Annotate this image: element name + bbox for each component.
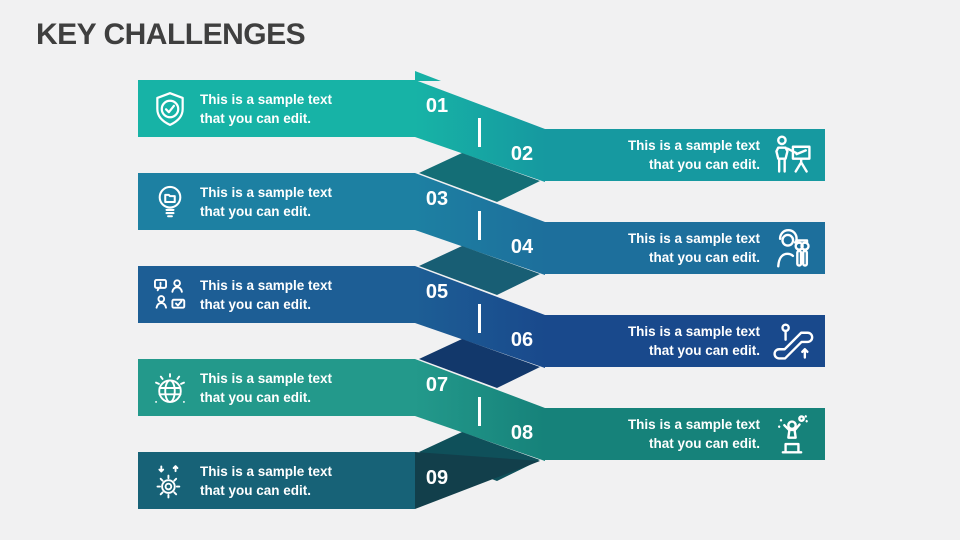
- challenge-bar-01: This is a sample text that you can edit.: [138, 80, 415, 137]
- step-number-03: 03: [425, 188, 449, 210]
- page-title: KEY CHALLENGES: [36, 18, 306, 51]
- process-gear-arrows-icon: [151, 461, 189, 501]
- step-number-05: 05: [425, 281, 449, 303]
- challenge-text: This is a sample text that you can edit.: [627, 231, 760, 265]
- team-discussion-icon: [151, 275, 189, 315]
- step-number-02: 02: [510, 143, 534, 165]
- global-network-icon: [151, 368, 189, 408]
- divider-05-06: [478, 304, 481, 333]
- step-number-06: 06: [510, 329, 534, 351]
- challenge-bar-05: This is a sample text that you can edit.: [138, 266, 415, 323]
- divider-07-08: [478, 397, 481, 426]
- challenge-bar-07: This is a sample text that you can edit.: [138, 359, 415, 416]
- challenge-bar-09: This is a sample text that you can edit.: [138, 452, 415, 509]
- step-number-09: 09: [425, 467, 449, 489]
- challenge-text: This is a sample text that you can edit.: [200, 370, 333, 405]
- ribbon-fold-06-07: [419, 339, 540, 388]
- winner-podium-icon: [770, 412, 814, 456]
- challenge-bar-06: This is a sample text that you can edit.: [545, 315, 825, 367]
- challenge-text: This is a sample text that you can edit.: [200, 463, 333, 498]
- challenge-text: This is a sample text that you can edit.: [200, 184, 333, 219]
- ribbon-fold-04-05: [419, 246, 540, 295]
- challenge-text: This is a sample text that you can edit.: [200, 277, 333, 312]
- step-number-01: 01: [425, 95, 449, 117]
- presenter-board-icon: [770, 133, 814, 177]
- challenge-text: This is a sample text that you can edit.: [627, 324, 760, 358]
- challenge-bar-02: This is a sample text that you can edit.: [545, 129, 825, 181]
- step-number-04: 04: [510, 236, 534, 258]
- person-binoculars-icon: [770, 226, 814, 270]
- ribbon-fold-02-03: [419, 153, 540, 202]
- step-number-08: 08: [510, 422, 534, 444]
- shield-check-icon: [151, 89, 189, 129]
- challenge-text: This is a sample text that you can edit.: [200, 91, 333, 126]
- step-number-07: 07: [425, 374, 449, 396]
- divider-01-02: [478, 118, 481, 147]
- ribbon-start-peak: [415, 71, 441, 81]
- challenge-bar-08: This is a sample text that you can edit.: [545, 408, 825, 460]
- idea-bulb-folder-icon: [151, 182, 189, 222]
- ribbon-end-fold: [415, 452, 540, 509]
- challenge-bar-03: This is a sample text that you can edit.: [138, 173, 415, 230]
- escalator-up-icon: [770, 319, 814, 363]
- challenge-text: This is a sample text that you can edit.: [627, 138, 760, 172]
- challenge-text: This is a sample text that you can edit.: [627, 417, 760, 451]
- challenge-bar-04: This is a sample text that you can edit.: [545, 222, 825, 274]
- divider-03-04: [478, 211, 481, 240]
